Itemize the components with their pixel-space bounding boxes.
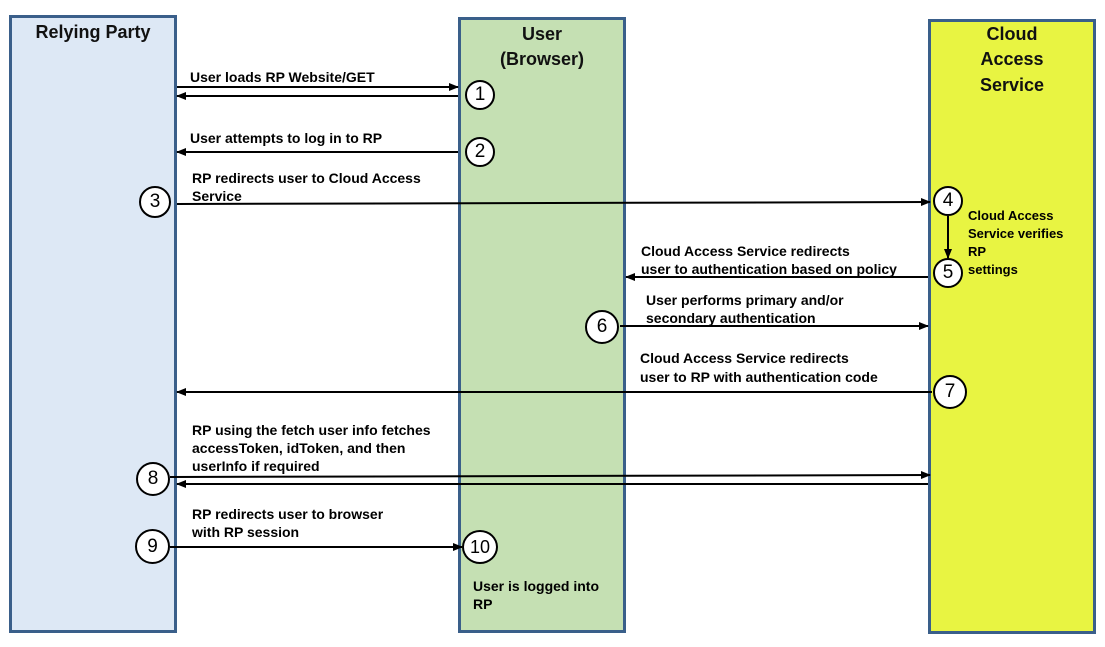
message-step3-line2: Service bbox=[192, 188, 242, 204]
message-step1: User loads RP Website/GET bbox=[190, 69, 375, 85]
message-step8-line2: accessToken, idToken, and then bbox=[192, 440, 406, 456]
step-1-marker: 1 bbox=[465, 80, 495, 110]
user-title-line1: User bbox=[521, 24, 563, 44]
message-step2: User attempts to log in to RP bbox=[190, 130, 383, 146]
message-step6-line2: secondary authentication bbox=[646, 310, 816, 326]
cloud-title-line1: Cloud bbox=[986, 24, 1038, 44]
step-9-marker: 9 bbox=[135, 529, 170, 564]
message-step9-line2: with RP session bbox=[192, 524, 300, 540]
message-step10-line2: RP bbox=[473, 596, 493, 612]
message-step8-line1: RP using the fetch user info fetches bbox=[192, 422, 431, 438]
user-title-line2: (Browser) bbox=[499, 49, 584, 69]
step-7-marker: 7 bbox=[933, 375, 967, 409]
step-5-marker: 5 bbox=[933, 258, 963, 288]
step-6-marker: 6 bbox=[585, 310, 619, 344]
message-step7-line2: user to RP with authentication code bbox=[640, 369, 878, 385]
relying-party-lane bbox=[9, 15, 177, 633]
arrow-step3 bbox=[176, 198, 931, 207]
cloud-access-service-lane bbox=[928, 19, 1096, 634]
message-step5-line2: user to authentication based on policy bbox=[641, 261, 897, 277]
message-step3-line1: RP redirects user to Cloud Access bbox=[192, 170, 421, 186]
message-step10-line1: User is logged into bbox=[473, 578, 600, 594]
message-verify-line2: Service verifies bbox=[968, 226, 1064, 241]
step-8-marker: 8 bbox=[136, 462, 170, 496]
message-verify-line4: settings bbox=[968, 262, 1018, 277]
message-step5-line1: Cloud Access Service redirects bbox=[641, 243, 850, 259]
message-verify-line3: RP bbox=[968, 244, 987, 259]
step-4-marker: 4 bbox=[933, 186, 963, 216]
step-10-marker: 10 bbox=[462, 530, 498, 564]
step-2-marker: 2 bbox=[465, 137, 495, 167]
message-step8-line3: userInfo if required bbox=[192, 458, 320, 474]
arrow-step8-request bbox=[169, 471, 931, 480]
relying-party-title: Relying Party bbox=[35, 22, 151, 42]
message-step7-line1: Cloud Access Service redirects bbox=[640, 350, 849, 366]
message-step6-line1: User performs primary and/or bbox=[646, 292, 844, 308]
message-step9-line1: RP redirects user to browser bbox=[192, 506, 384, 522]
message-verify-line1: Cloud Access bbox=[968, 208, 1054, 223]
cloud-title-line2: Access bbox=[980, 49, 1044, 69]
cloud-title-line3: Service bbox=[979, 75, 1045, 95]
step-3-marker: 3 bbox=[139, 186, 171, 218]
